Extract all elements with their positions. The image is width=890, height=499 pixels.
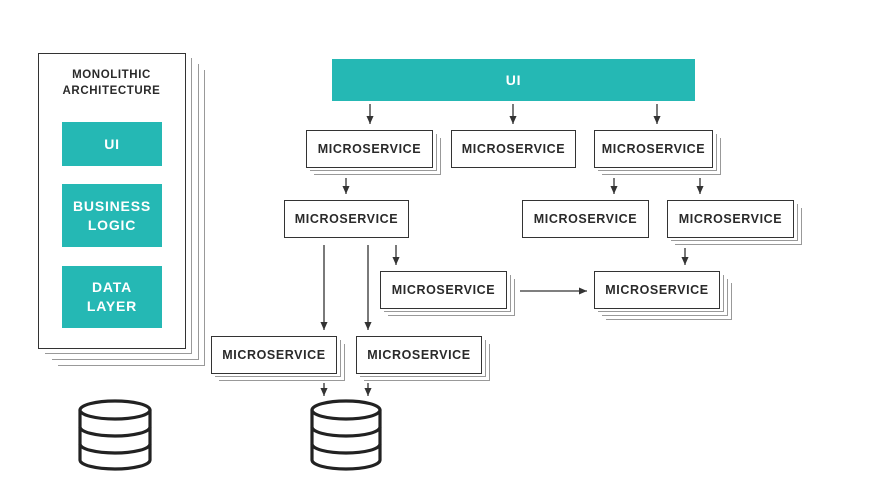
monolith-ui-layer: UI (62, 122, 162, 166)
microservice-box-2: MICROSERVICE (451, 130, 576, 168)
ms1-shadow-2 (314, 138, 441, 175)
microservices-ui-bar: UI (332, 59, 695, 101)
monolith-title: MONOLITHIC ARCHITECTURE (39, 66, 184, 100)
ms10-shadow-1 (360, 340, 486, 377)
monolith-business-logic-layer: BUSINESS LOGIC (62, 184, 162, 247)
microservice-box-7: MICROSERVICE (380, 271, 507, 309)
monolith-shadow-2 (52, 64, 199, 360)
ms8-shadow-1 (598, 275, 724, 312)
ms10-shadow-2 (364, 344, 490, 381)
microservice-box-3: MICROSERVICE (594, 130, 713, 168)
microservice-box-10: MICROSERVICE (356, 336, 482, 374)
microservice-box-9: MICROSERVICE (211, 336, 337, 374)
ms3-shadow-1 (598, 134, 717, 171)
ms7-shadow-1 (384, 275, 511, 312)
microservices-database-icon (310, 399, 382, 471)
monolith-database-icon (78, 399, 152, 471)
microservice-box-5: MICROSERVICE (522, 200, 649, 238)
microservice-box-6: MICROSERVICE (667, 200, 794, 238)
ms8-shadow-3 (606, 283, 732, 320)
monolith-title-line1: MONOLITHIC (72, 69, 151, 81)
monolith-title-line2: ARCHITECTURE (62, 85, 161, 97)
ms1-shadow-1 (310, 134, 437, 171)
microservice-box-4: MICROSERVICE (284, 200, 409, 238)
monolith-data-layer: DATA LAYER (62, 266, 162, 328)
ms3-shadow-2 (602, 138, 721, 175)
monolith-shadow-3 (58, 70, 205, 366)
ms6-shadow-2 (675, 208, 802, 245)
ms7-shadow-2 (388, 279, 515, 316)
monolith-shadow-1 (45, 58, 192, 354)
ms6-shadow-1 (671, 204, 798, 241)
monolith-box: MONOLITHIC ARCHITECTURE UI BUSINESS LOGI… (38, 53, 186, 349)
microservice-box-8: MICROSERVICE (594, 271, 720, 309)
ms8-shadow-2 (602, 279, 728, 316)
microservice-box-1: MICROSERVICE (306, 130, 433, 168)
ms9-shadow-2 (219, 344, 345, 381)
ms9-shadow-1 (215, 340, 341, 377)
